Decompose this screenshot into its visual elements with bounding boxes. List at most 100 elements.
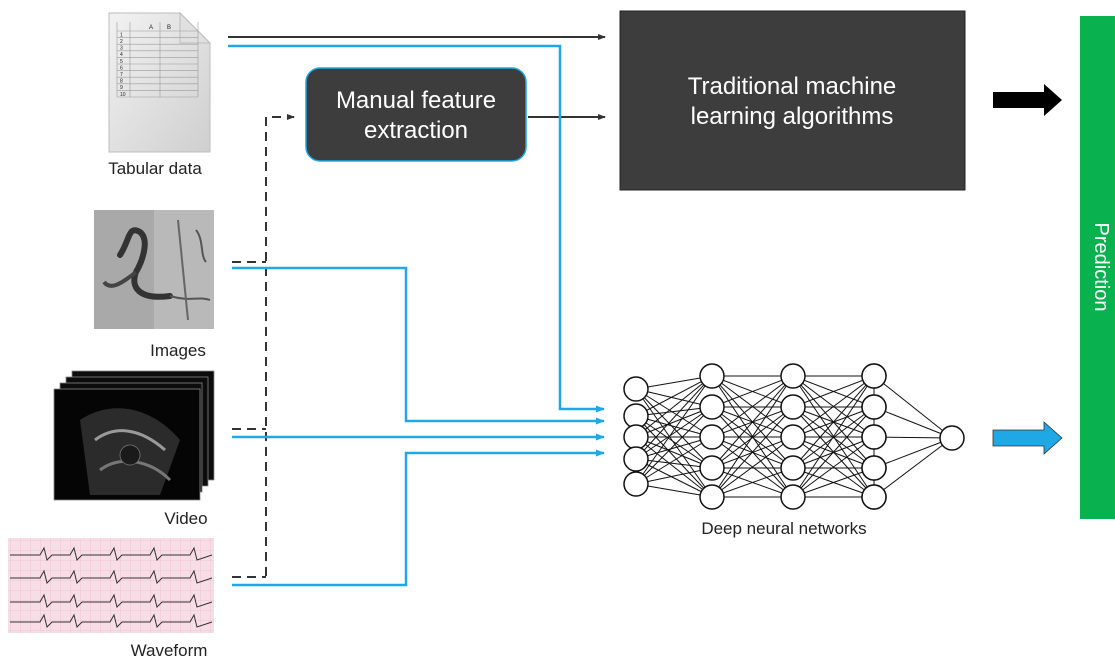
nn-edge: [711, 375, 794, 438]
prediction-bar: Prediction: [1080, 16, 1115, 519]
nn-edge: [635, 406, 713, 438]
nn-node: [623, 376, 649, 402]
nn-edge: [635, 467, 713, 485]
manual-feature-extraction-box: Manual feature extraction: [305, 67, 527, 162]
nn-edge: [711, 375, 794, 408]
label-waveform: Waveform: [131, 641, 208, 659]
nn-node: [861, 424, 887, 450]
spreadsheet-col-b: B: [167, 25, 171, 31]
label-tabular-data: Tabular data: [108, 159, 202, 178]
nn-edge: [873, 406, 953, 439]
nn-edge: [635, 436, 713, 460]
traditional-ml-box: Traditional machine learning algorithms: [619, 10, 966, 191]
nn-node: [780, 424, 806, 450]
nn-edge: [635, 375, 713, 417]
nn-edge: [792, 436, 875, 498]
nn-edge: [635, 375, 713, 485]
nn-edge: [792, 375, 875, 498]
nn-edge: [635, 406, 713, 485]
nn-edge: [873, 436, 953, 439]
nn-node: [861, 455, 887, 481]
traditional-ml-line1: Traditional machine: [688, 73, 897, 100]
nn-edge: [635, 406, 713, 417]
nn-edge: [635, 458, 713, 469]
ecg-waveform-icon: [8, 538, 214, 633]
manual-feature-line1: Manual feature: [336, 87, 496, 114]
spreadsheet-row-number: 3: [120, 46, 123, 52]
nn-edge: [635, 388, 713, 498]
nn-node: [780, 455, 806, 481]
nn-edge: [635, 436, 713, 485]
nn-edge: [635, 375, 713, 438]
nn-edge: [635, 436, 713, 469]
nn-edge: [873, 375, 953, 439]
nn-edge: [711, 467, 794, 498]
nn-edge: [711, 436, 794, 498]
nn-edge: [635, 388, 713, 438]
nn-edge: [635, 406, 713, 460]
nn-edge: [635, 388, 713, 469]
nn-edge: [635, 375, 713, 460]
manual-feature-dashed-connectors: [232, 114, 295, 578]
nn-edge: [711, 375, 794, 469]
spreadsheet-row-number: 10: [120, 92, 126, 98]
nn-edge: [792, 375, 875, 469]
nn-node: [780, 394, 806, 420]
nn-edge: [792, 467, 875, 498]
nn-edge: [873, 437, 953, 469]
tabular-to-ml-connector: [228, 34, 606, 120]
echo-video-icon: [53, 370, 215, 501]
spreadsheet-row-number: 8: [120, 79, 123, 85]
nn-edge: [792, 375, 875, 408]
spreadsheet-row-number: 7: [120, 72, 123, 78]
nn-node: [939, 425, 965, 451]
nn-node: [623, 446, 649, 472]
nn-node: [861, 394, 887, 420]
nn-node: [699, 424, 725, 450]
nn-edge: [792, 375, 875, 438]
nn-edge: [635, 415, 713, 498]
nn-edge: [711, 375, 794, 498]
nn-edge: [635, 415, 713, 469]
inputs-to-dnn-connectors: [228, 44, 605, 587]
nn-edge: [635, 415, 713, 438]
nn-edge: [792, 406, 875, 469]
deep-nn-label: Deep neural networks: [701, 519, 866, 538]
nn-node: [861, 484, 887, 510]
traditional-ml-line2: learning algorithms: [691, 103, 894, 130]
nn-node: [699, 455, 725, 481]
dnn-output-arrow-icon: [992, 421, 1063, 455]
nn-edge: [635, 375, 713, 390]
nn-edge: [635, 436, 713, 498]
spreadsheet-col-a: A: [149, 25, 153, 31]
nn-node: [623, 424, 649, 450]
angiogram-image-icon: [94, 210, 214, 329]
spreadsheet-row-number: 5: [120, 59, 123, 65]
nn-edge: [792, 406, 875, 498]
nn-node: [780, 484, 806, 510]
nn-edge: [711, 406, 794, 498]
nn-node: [699, 363, 725, 389]
spreadsheet-row-number: 6: [120, 65, 123, 71]
nn-edge: [711, 406, 794, 469]
spreadsheet-row-number: 9: [120, 85, 123, 91]
label-video: Video: [164, 509, 207, 528]
neural-network-icon: [623, 363, 965, 510]
spreadsheet-row-number: 2: [120, 39, 123, 45]
label-images: Images: [150, 341, 206, 360]
manual-feature-line2: extraction: [364, 117, 468, 144]
nn-edge: [635, 483, 713, 498]
nn-node: [861, 363, 887, 389]
nn-edge: [873, 437, 953, 498]
nn-node: [623, 471, 649, 497]
ml-output-arrow-icon: [993, 84, 1062, 116]
nn-node: [699, 394, 725, 420]
nn-edge: [635, 388, 713, 408]
spreadsheet-row-number: 4: [120, 52, 123, 58]
prediction-label: Prediction: [1090, 223, 1112, 312]
spreadsheet-row-number: 1: [120, 32, 123, 38]
nn-node: [780, 363, 806, 389]
nn-node: [699, 484, 725, 510]
